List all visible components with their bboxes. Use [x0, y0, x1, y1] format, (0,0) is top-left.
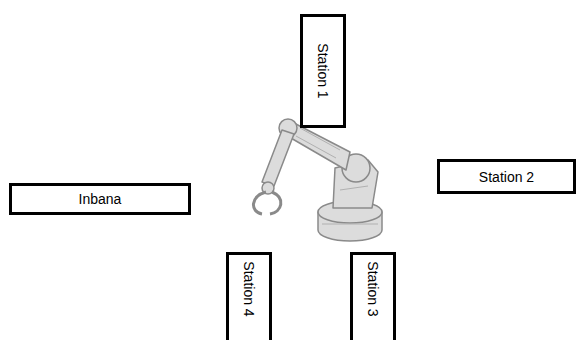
station-box-vertical: Station 3	[350, 252, 396, 340]
station-label: Station 1	[315, 43, 332, 98]
station-label: Inbana	[79, 191, 122, 208]
station-label: Station 3	[365, 261, 382, 316]
station-box: Station 2	[437, 159, 576, 194]
station-box: Inbana	[9, 183, 191, 215]
station-box-vertical: Station 4	[226, 252, 272, 340]
station-label: Station 2	[479, 168, 534, 185]
station-box-vertical: Station 1	[300, 14, 346, 128]
station-label: Station 4	[241, 261, 258, 316]
